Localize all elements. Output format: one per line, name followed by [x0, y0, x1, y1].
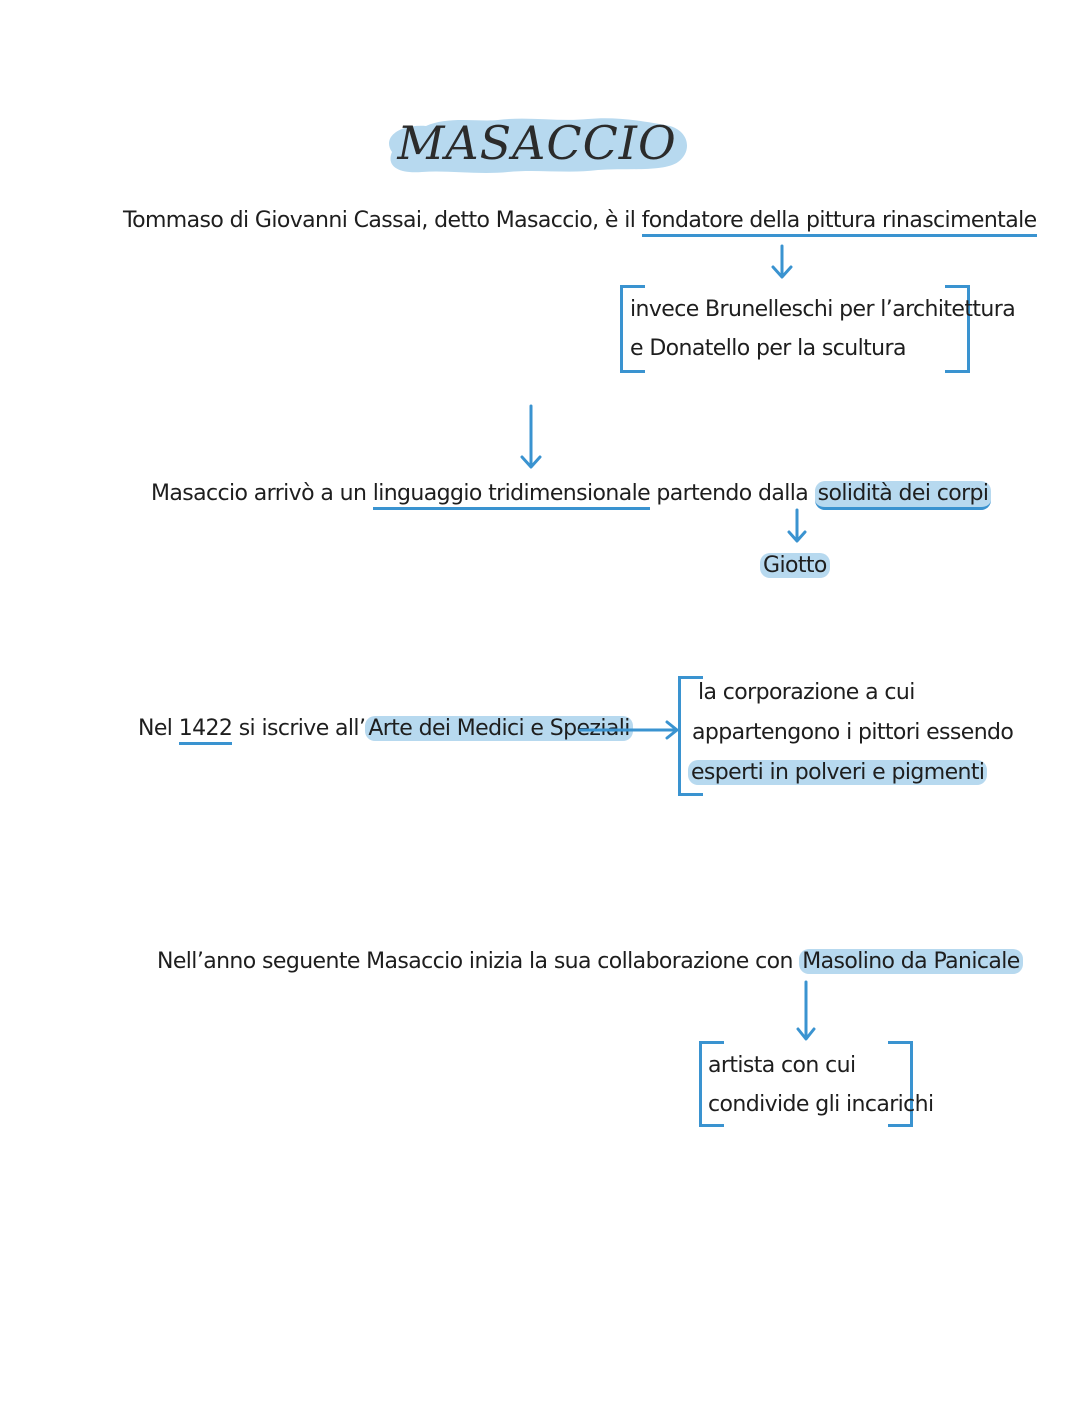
intro-text: Tommaso di Giovanni Cassai, detto Masacc… [123, 208, 642, 233]
solidity-highlight: solidità dei corpi [814, 481, 992, 510]
arrow-down-icon [796, 980, 816, 1041]
note-line: condivide gli incarichi [708, 1092, 934, 1117]
language-key-phrase: linguaggio tridimensionale [372, 481, 651, 510]
note-box-masolino: artista con cui condivide gli incarichi [699, 1041, 934, 1127]
page-title: MASACCIO [397, 116, 677, 170]
note-box-architects: invece Brunelleschi per l’architettura e… [620, 285, 1016, 373]
arrow-down-icon [520, 404, 542, 469]
arrow-right-icon [578, 720, 679, 740]
bracket-right [945, 285, 970, 373]
title-brush-stroke [389, 118, 688, 173]
intro-key-phrase: fondatore della pittura rinascimentale [641, 208, 1037, 237]
note-box-guild: la corporazione a cui appartengono i pit… [678, 676, 1014, 796]
note-line: invece Brunelleschi per l’architettura [630, 297, 1016, 322]
language-text: Masaccio arrivò a un [151, 481, 373, 506]
language-text-middle: partendo dalla [650, 481, 815, 506]
bracket-left [699, 1041, 724, 1127]
pigments-highlight: esperti in polveri e pigmenti [688, 760, 988, 785]
collaboration-sentence: Nell’anno seguente Masaccio inizia la su… [157, 949, 1023, 974]
intro-sentence: Tommaso di Giovanni Cassai, detto Masacc… [123, 208, 1037, 237]
giotto-note: Giotto [760, 553, 830, 578]
note-line: artista con cui [708, 1053, 856, 1078]
year-label: 1422 [178, 716, 233, 745]
guild-sentence: Nel 1422 si iscrive all’Arte dei Medici … [138, 716, 633, 745]
arrow-down-icon [787, 508, 807, 543]
guild-text: Nel [138, 716, 179, 741]
note-line-highlight: esperti in polveri e pigmenti [688, 760, 988, 785]
masolino-highlight: Masolino da Panicale [799, 949, 1023, 974]
note-line: la corporazione a cui [698, 680, 915, 705]
bracket-left [678, 676, 703, 796]
collaboration-text: Nell’anno seguente Masaccio inizia la su… [157, 949, 800, 974]
bracket-right [888, 1041, 913, 1127]
bracket-left [620, 285, 645, 373]
title-highlight [378, 112, 694, 178]
arrow-down-icon [771, 244, 793, 279]
guild-text-middle: si iscrive all’ [232, 716, 366, 741]
note-line: appartengono i pittori essendo [692, 720, 1014, 745]
giotto-label: Giotto [760, 553, 830, 578]
note-line: e Donatello per la scultura [630, 336, 906, 361]
language-sentence: Masaccio arrivò a un linguaggio tridimen… [151, 481, 992, 510]
